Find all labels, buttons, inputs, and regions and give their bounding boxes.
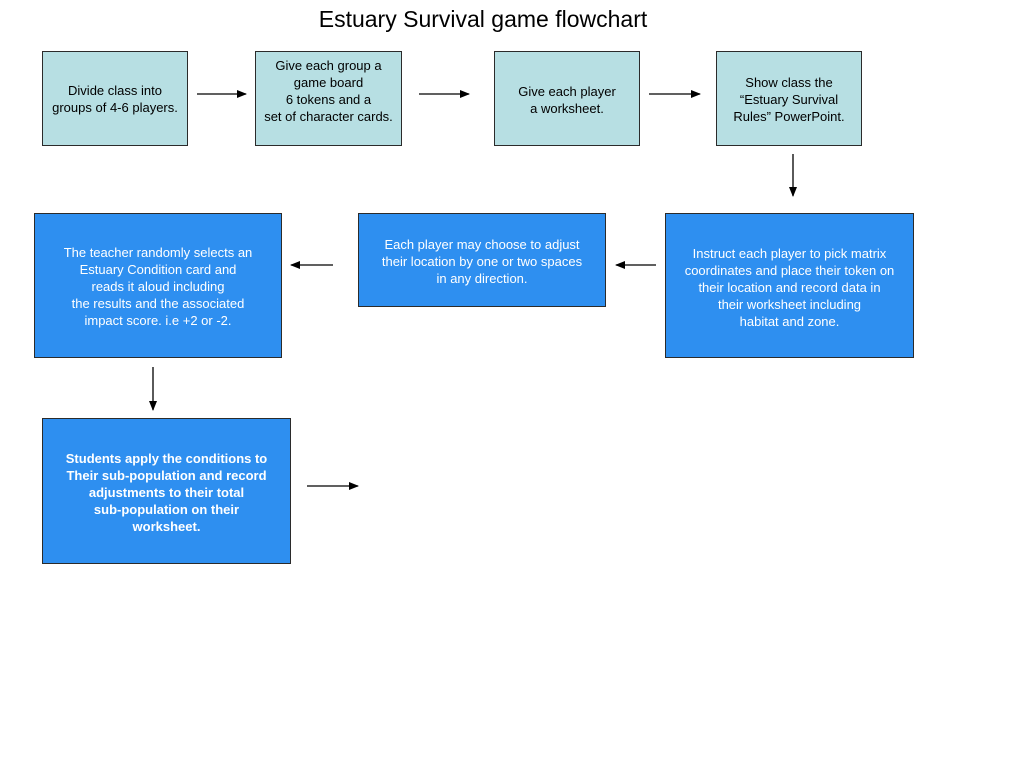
step-text-line: set of character cards.: [264, 109, 393, 124]
step-text-line: their worksheet including: [717, 297, 862, 312]
step-text-line: coordinates and place their token on: [684, 263, 895, 278]
step-text-line: The teacher randomly selects an: [63, 245, 253, 260]
step-text-line: their location and record data in: [698, 280, 881, 295]
step-text-line: Each player may choose to adjust: [384, 237, 580, 252]
step-text-line: Estuary Condition card and: [79, 262, 237, 277]
step-text-line: impact score. i.e +2 or -2.: [84, 313, 232, 328]
step-text-line: Show class the: [745, 75, 833, 90]
step-text-line: reads it aloud including: [91, 279, 225, 294]
step-divide-class: Divide class into groups of 4-6 players.: [42, 51, 188, 146]
step-text-line: Their sub-population and record: [66, 468, 267, 483]
step-give-worksheet: Give each player a worksheet.: [494, 51, 640, 146]
step-text-line: worksheet.: [132, 519, 201, 534]
step-text-line: Rules” PowerPoint.: [733, 109, 845, 124]
step-text-line: sub-population on their: [93, 502, 240, 517]
step-show-rules-powerpoint: Show class the “Estuary Survival Rules” …: [716, 51, 862, 146]
step-text-line: Divide class into: [68, 82, 162, 98]
step-text-line: in any direction.: [436, 271, 528, 286]
step-apply-conditions: Students apply the conditions to Their s…: [42, 418, 291, 564]
step-text-line: Instruct each player to pick matrix: [692, 246, 887, 261]
step-text-line: game board: [293, 75, 364, 90]
step-teacher-selects-condition-card: The teacher randomly selects an Estuary …: [34, 213, 282, 358]
step-give-game-board: Give each group a game board 6 tokens an…: [255, 51, 402, 146]
step-text-line: their location by one or two spaces: [381, 254, 583, 269]
step-text-line: “Estuary Survival: [739, 92, 839, 107]
step-text-line: 6 tokens and a: [285, 92, 372, 107]
step-text-line: Students apply the conditions to: [65, 451, 268, 466]
step-text-line: adjustments to their total: [88, 485, 245, 500]
step-text-line: habitat and zone.: [739, 314, 840, 329]
step-text-line: Give each group a: [275, 58, 382, 73]
step-text-line: groups of 4-6 players.: [52, 99, 178, 115]
step-adjust-location: Each player may choose to adjust their l…: [358, 213, 606, 307]
step-pick-matrix-coordinates: Instruct each player to pick matrix coor…: [665, 213, 914, 358]
step-text-line: Give each player: [518, 84, 616, 99]
step-text-line: a worksheet.: [530, 101, 604, 116]
step-text-line: the results and the associated: [71, 296, 245, 311]
flowchart-title: Estuary Survival game flowchart: [318, 6, 648, 32]
